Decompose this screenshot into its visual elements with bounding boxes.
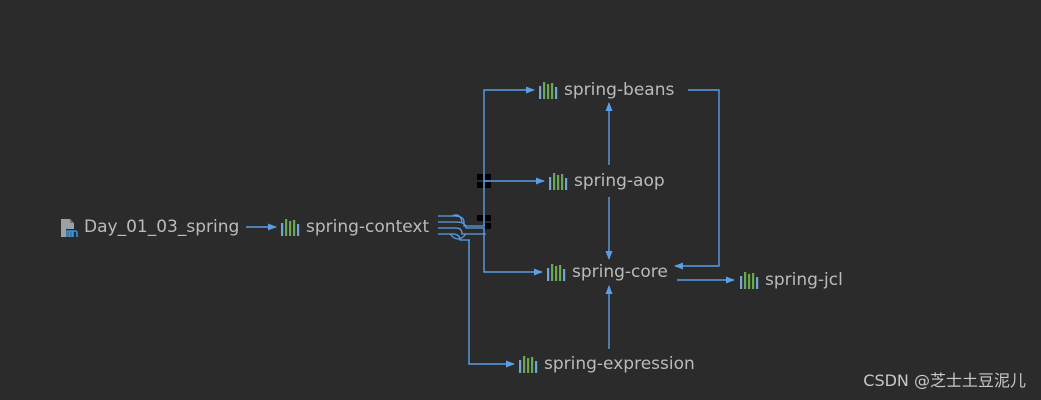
selection-handle[interactable]: [485, 215, 491, 221]
node-label: spring-beans: [564, 80, 675, 100]
edge-bundle-curl: [449, 214, 467, 240]
node-label: Day_01_03_spring: [84, 217, 240, 237]
node-day-01-03-spring[interactable]: Day_01_03_spring: [58, 216, 239, 238]
selection-handle[interactable]: [477, 182, 483, 188]
node-spring-jcl[interactable]: spring-jcl: [739, 269, 843, 291]
watermark: CSDN @芝士土豆泥儿: [863, 371, 1026, 390]
edge-bundle-context: [438, 215, 486, 241]
edge-context-to-expression: [468, 240, 515, 368]
selection-handle[interactable]: [485, 174, 491, 180]
library-icon: [280, 218, 300, 236]
node-label: spring-expression: [544, 354, 695, 374]
node-spring-aop[interactable]: spring-aop: [548, 170, 665, 192]
selection-handle[interactable]: [477, 215, 483, 221]
selection-handle[interactable]: [485, 223, 491, 229]
node-label: spring-jcl: [765, 270, 843, 290]
library-icon: [538, 81, 558, 99]
module-icon: [58, 218, 78, 238]
library-icon: [546, 263, 566, 281]
node-spring-beans[interactable]: spring-beans: [538, 79, 674, 101]
edge-beans-to-core: [674, 89, 720, 270]
node-spring-core[interactable]: spring-core: [546, 261, 668, 283]
library-icon: [548, 172, 568, 190]
library-icon: [518, 355, 538, 373]
library-icon: [739, 271, 759, 289]
edge-context-to-beans: [483, 86, 535, 226]
node-label: spring-aop: [574, 171, 665, 191]
node-spring-expression[interactable]: spring-expression: [518, 353, 695, 375]
node-label: spring-core: [572, 262, 668, 282]
edge-context-to-core: [483, 228, 543, 276]
selection-handle[interactable]: [477, 174, 483, 180]
node-label: spring-context: [306, 217, 430, 237]
selection-handle[interactable]: [485, 182, 491, 188]
node-spring-context[interactable]: spring-context: [280, 216, 429, 238]
